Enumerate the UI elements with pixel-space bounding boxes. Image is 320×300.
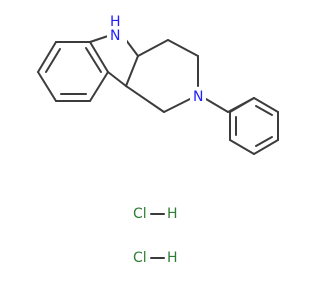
hcl-1-h: H [167, 206, 178, 222]
indole-nh-label: N H [107, 14, 127, 44]
hcl-salt-2: Cl H [133, 250, 178, 266]
piperidine-n-label: N [190, 88, 206, 105]
indoline-ring [89, 35, 139, 87]
hcl-1-cl: Cl [133, 206, 147, 222]
benzyl-group [205, 97, 279, 155]
hcl-2-cl: Cl [133, 250, 147, 266]
indole-h-atom: H [110, 14, 121, 30]
piperidine-ring [125, 39, 199, 113]
indole-n-atom: N [110, 28, 120, 44]
hcl-2-h: H [167, 250, 178, 266]
fused-benzene-ring [37, 41, 109, 102]
hcl-salt-1: Cl H [133, 206, 178, 222]
chemical-structure-diagram: N H N Cl H Cl H [37, 14, 279, 266]
piperidine-n-atom: N [193, 89, 203, 105]
